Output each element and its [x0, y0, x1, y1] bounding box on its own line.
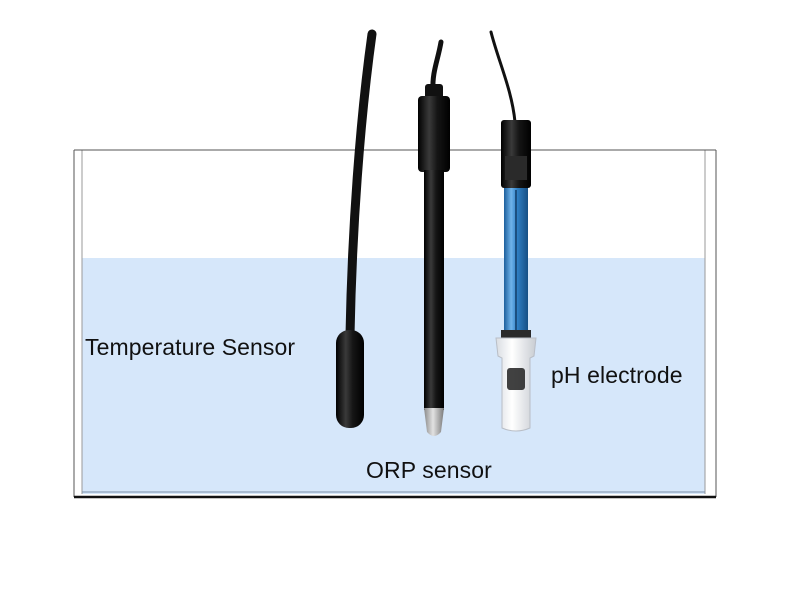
temperature-sensor — [336, 29, 377, 428]
ph-electrode-logo-band — [505, 156, 527, 180]
ph-electrode-collar — [501, 330, 531, 338]
ph-electrode-label: pH electrode — [551, 362, 683, 388]
temperature-sensor-probe — [336, 330, 364, 428]
orp-sensor-label: ORP sensor — [366, 457, 492, 483]
water — [82, 258, 705, 494]
temperature-sensor-label: Temperature Sensor — [85, 334, 296, 360]
orp-sensor-body — [424, 170, 444, 410]
ph-electrode-cable — [489, 30, 517, 124]
orp-sensor-head — [418, 96, 450, 172]
orp-sensor-tip — [424, 408, 444, 436]
ph-electrode — [489, 30, 537, 432]
water-tank — [73, 149, 717, 499]
ph-electrode-bulb — [507, 368, 525, 390]
temperature-sensor-cable — [345, 29, 377, 340]
orp-sensor — [418, 39, 450, 436]
orp-sensor-cable — [430, 39, 444, 93]
